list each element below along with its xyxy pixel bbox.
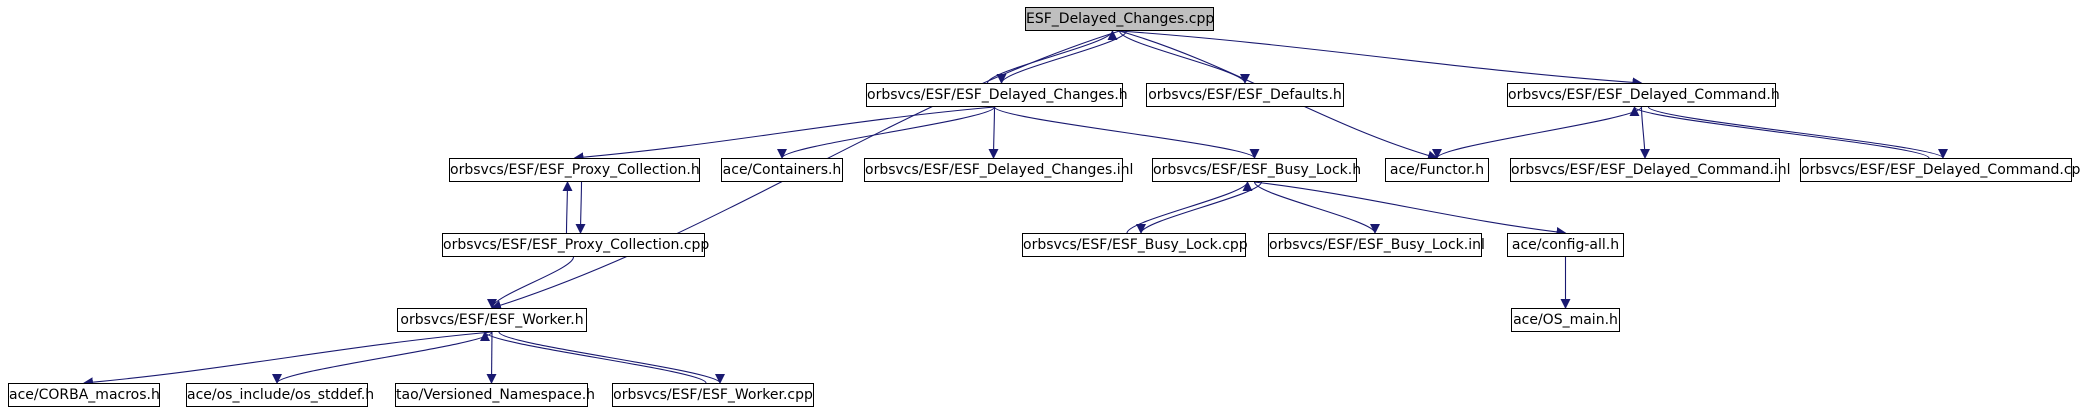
edge-esf_busy_lock_h-to-config_all_h: [1254, 181, 1567, 237]
node-esf-worker-h[interactable]: orbsvcs/ESF/ESF_Worker.h: [397, 308, 587, 332]
edge-esf_delayed_command_h-to-esf_delayed_command_inl: [1639, 106, 1650, 159]
node-esf-proxy-collection-cpp[interactable]: orbsvcs/ESF/ESF_Proxy_Collection.cpp: [442, 233, 709, 257]
node-ace-corba-macros-h[interactable]: ace/CORBA_macros.h: [8, 383, 160, 407]
edge-esf_proxy_collection_cpp-to-esf_proxy_collection_h: [562, 181, 573, 234]
edge-esf_delayed_command_cpp-to-esf_delayed_command_h: [1629, 106, 1930, 159]
edge-esf_worker_h-to-corba_macros_h: [83, 331, 493, 388]
edge-esf_delayed_changes_h-to-esf_delayed_changes_inl: [988, 106, 999, 159]
node-esf-delayed-changes-h[interactable]: orbsvcs/ESF/ESF_Delayed_Changes.h: [866, 83, 1128, 107]
edge-esf_proxy_collection_h-to-esf_proxy_collection_cpp: [575, 181, 586, 234]
node-ace-os-main-h[interactable]: ace/OS_main.h: [1511, 308, 1620, 332]
edge-esf_busy_lock_h-to-esf_busy_lock_cpp: [1136, 181, 1263, 234]
edge-esf_delayed_changes_h-to-root: [986, 30, 1118, 84]
node-esf-delayed-changes-inl[interactable]: orbsvcs/ESF/ESF_Delayed_Changes.inl: [864, 158, 1133, 182]
edge-root-to-esf_defaults_h: [1118, 30, 1250, 84]
node-tao-versioned-namespace-h[interactable]: tao/Versioned_Namespace.h: [395, 383, 595, 407]
node-ace-functor-h[interactable]: ace/Functor.h: [1385, 158, 1489, 182]
edge-esf_worker_h-to-esf_worker_cpp: [498, 331, 725, 384]
edge-esf_busy_lock_h-to-esf_busy_lock_inl: [1253, 181, 1380, 234]
node-esf-busy-lock-inl[interactable]: orbsvcs/ESF/ESF_Busy_Lock.inl: [1268, 233, 1485, 257]
edge-esf_delayed_changes_h-to-containers_h: [777, 106, 996, 159]
node-esf-worker-cpp[interactable]: orbsvcs/ESF/ESF_Worker.cpp: [612, 383, 814, 407]
node-ace-os-stddef-h[interactable]: ace/os_include/os_stddef.h: [186, 383, 374, 407]
edge-esf_worker_cpp-to-esf_worker_h: [480, 331, 707, 384]
node-esf-proxy-collection-h[interactable]: orbsvcs/ESF/ESF_Proxy_Collection.h: [449, 158, 700, 182]
edge-esf_delayed_command_h-to-functor_h: [1432, 106, 1643, 159]
node-esf-delayed-command-cpp[interactable]: orbsvcs/ESF/ESF_Delayed_Command.cpp: [1800, 158, 2081, 182]
node-esf-delayed-changes-cpp: ESF_Delayed_Changes.cpp: [1025, 7, 1214, 31]
node-esf-delayed-command-inl[interactable]: orbsvcs/ESF/ESF_Delayed_Command.inl: [1510, 158, 1791, 182]
node-ace-config-all-h[interactable]: ace/config-all.h: [1507, 233, 1624, 257]
node-esf-defaults-h[interactable]: orbsvcs/ESF/ESF_Defaults.h: [1146, 83, 1344, 107]
edge-esf_worker_h-to-os_stddef_h: [272, 331, 493, 384]
edge-esf_delayed_command_h-to-esf_delayed_command_cpp: [1647, 106, 1948, 159]
edge-esf_proxy_collection_cpp-to-esf_worker_h: [487, 256, 575, 309]
node-esf-delayed-command-h[interactable]: orbsvcs/ESF/ESF_Delayed_Command.h: [1507, 83, 1780, 107]
edge-root-to-esf_delayed_changes_h: [996, 30, 1128, 84]
edge-esf_worker_h-to-versioned_namespace_h: [486, 331, 497, 384]
node-esf-busy-lock-h[interactable]: orbsvcs/ESF/ESF_Busy_Lock.h: [1152, 158, 1361, 182]
edge-root-to-esf_delayed_command_h: [1119, 30, 1643, 88]
edge-esf_delayed_changes_h-to-esf_proxy_collection_h: [573, 106, 995, 163]
edge-esf_delayed_changes_h-to-esf_busy_lock_h: [993, 106, 1260, 159]
edge-esf_busy_lock_cpp-to-esf_busy_lock_h: [1126, 181, 1253, 234]
node-ace-containers-h[interactable]: ace/Containers.h: [721, 158, 843, 182]
node-esf-busy-lock-cpp[interactable]: orbsvcs/ESF/ESF_Busy_Lock.cpp: [1022, 233, 1248, 257]
